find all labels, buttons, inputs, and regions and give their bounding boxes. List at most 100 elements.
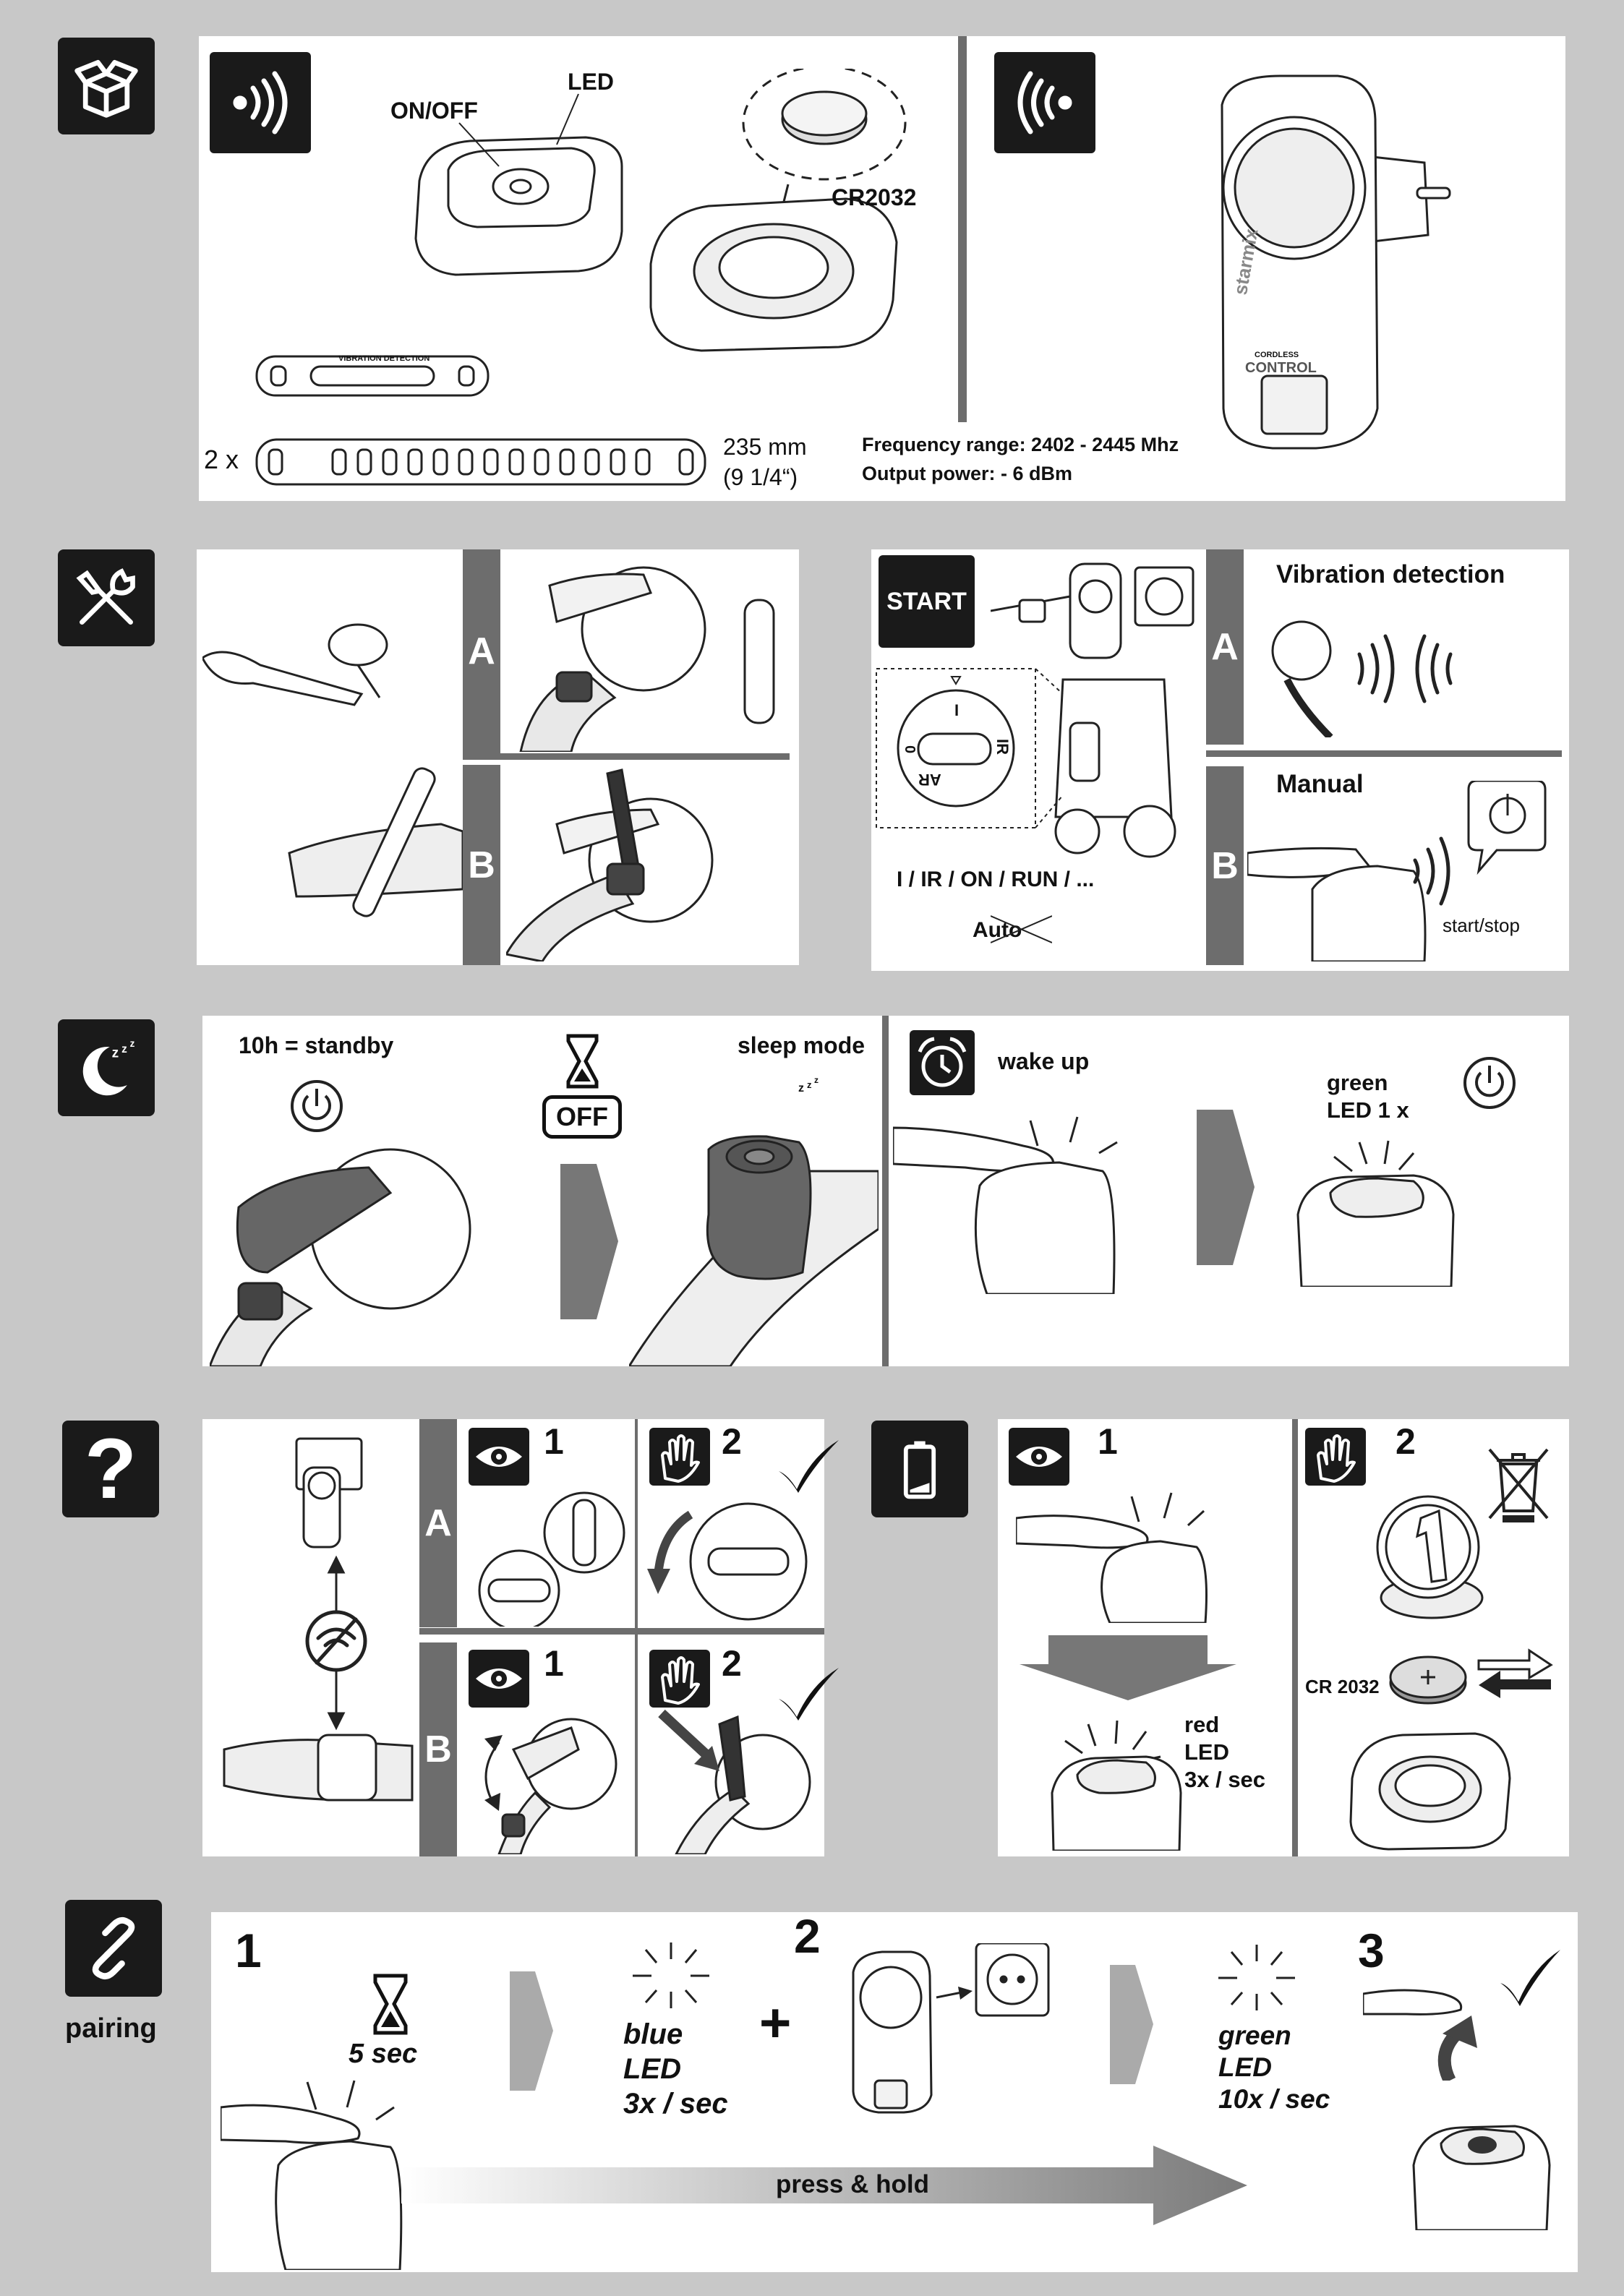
- trouble-divider-v: [635, 1419, 638, 1856]
- hand-icon-a: [649, 1428, 710, 1486]
- short-strap-illustration: [255, 355, 490, 397]
- green-led-flash-icon: [1218, 1945, 1295, 2010]
- mounting-bar-b: B: [463, 765, 500, 965]
- press-hold-caption: press & hold: [776, 2170, 929, 2198]
- blue-led-line1: blue: [623, 2018, 683, 2050]
- green-pair-led-line2: LED: [1218, 2052, 1272, 2082]
- battery-step1: 1: [1098, 1421, 1118, 1462]
- scissors-cutting-strap-illustration: [202, 623, 463, 917]
- pairing-step1: 1: [235, 1924, 262, 1977]
- svg-text:z: z: [814, 1075, 819, 1085]
- tools-icon: [58, 549, 155, 646]
- start-bar-a: A: [1206, 549, 1244, 745]
- battery-panel-divider: [1292, 1419, 1298, 1856]
- sleeping-sensor-on-hose-illustration: [629, 1135, 879, 1366]
- start-label-box: START: [879, 555, 975, 648]
- battery-low-icon: [871, 1421, 968, 1517]
- battery-step2: 2: [1396, 1421, 1416, 1462]
- arrow-right-2: [1197, 1110, 1255, 1265]
- no-trash-bin-icon: [1488, 1448, 1549, 1522]
- dial-label-ar: AR: [918, 771, 941, 789]
- coin-open-cover-illustration: [1376, 1495, 1484, 1619]
- plug-into-vacuum-illustration: [991, 562, 1195, 659]
- off-badge: OFF: [542, 1095, 622, 1139]
- eye-icon-b: [469, 1650, 529, 1708]
- receive-signal-icon: [994, 52, 1095, 153]
- strap-length-mm: 235 mm: [723, 434, 807, 460]
- blue-led-flash-icon: [633, 1942, 709, 2008]
- battery-type-label: CR 2032: [1305, 1676, 1380, 1697]
- label-leader-lines: [458, 93, 579, 167]
- mounting-divider: [463, 753, 790, 760]
- output-power: Output power: - 6 dBm: [862, 463, 1072, 484]
- check-mark-b: [779, 1668, 839, 1721]
- adapter-plug-in-illustration: [852, 1943, 1050, 2114]
- vibration-signal-illustration: [1271, 620, 1453, 737]
- saw-tilt-illustration: [484, 1718, 617, 1854]
- link-chain-icon: [65, 1900, 162, 1997]
- dial-positions-illustration: [478, 1491, 625, 1627]
- finger-press-illustration: [893, 1116, 1118, 1294]
- green-led-line1: green: [1327, 1070, 1388, 1095]
- trouble-a-step1: 1: [544, 1421, 564, 1462]
- sleep-panel-divider: [882, 1016, 889, 1366]
- hourglass-icon-pairing: [373, 1974, 408, 2035]
- svg-text:z: z: [807, 1079, 812, 1090]
- trouble-bar-a: A: [419, 1419, 457, 1627]
- box-panel-divider: [958, 36, 967, 422]
- pairing-step3: 3: [1358, 1924, 1385, 1977]
- green-pair-led-line3: 10x / sec: [1218, 2084, 1330, 2114]
- red-led-line2: LED: [1184, 1739, 1229, 1765]
- short-strap-text: VIBRATION DETECTION: [338, 354, 430, 363]
- wait-time: 5 sec: [349, 2039, 418, 2069]
- saw-strap-mount-b-illustration: [506, 768, 714, 961]
- press-hold-arrow: [401, 2146, 1247, 2225]
- strap-quantity: 2 x: [204, 445, 239, 474]
- hand-icon-battery: [1305, 1428, 1366, 1486]
- pairing-step2: 2: [794, 1909, 821, 1963]
- manual-title: Manual: [1276, 770, 1364, 798]
- dial-label-zero: 0: [903, 745, 920, 754]
- trouble-a-step2: 2: [722, 1421, 742, 1462]
- svg-text:z: z: [121, 1043, 127, 1055]
- sleep-moon-icon: z z z: [58, 1019, 155, 1116]
- coin-cell-battery-illustration: [1389, 1655, 1467, 1705]
- trouble-b-step1: 1: [544, 1643, 564, 1684]
- wake-up-caption: wake up: [998, 1048, 1090, 1074]
- red-led-line1: red: [1184, 1712, 1220, 1737]
- start-bar-b: B: [1206, 766, 1244, 965]
- sensor-red-led-illustration: [1051, 1721, 1182, 1851]
- battery-label: CR2032: [832, 184, 917, 210]
- check-mark-pairing: [1500, 1950, 1560, 2006]
- svg-text:z: z: [130, 1038, 135, 1049]
- start-label: START: [886, 587, 967, 615]
- vibration-detection-title: Vibration detection: [1276, 560, 1505, 588]
- frequency-range: Frequency range: 2402 - 2445 Mhz: [862, 434, 1179, 455]
- battery-check-press-illustration: [1016, 1492, 1208, 1623]
- start-divider: [1206, 750, 1562, 757]
- trouble-b-step2: 2: [722, 1643, 742, 1684]
- release-finger-illustration: [1363, 1989, 1477, 2081]
- svg-text:z: z: [112, 1046, 119, 1061]
- sensor-device-illustration: [414, 136, 623, 276]
- standby-caption: 10h = standby: [239, 1032, 394, 1058]
- eye-icon-battery: [1009, 1428, 1069, 1486]
- battery-base-open-illustration: [1349, 1732, 1511, 1851]
- power-icon-wake: [1463, 1057, 1516, 1109]
- pairing-finger-press-illustration: [221, 2080, 403, 2270]
- question-mark-icon: ?: [62, 1421, 159, 1517]
- off-label: OFF: [556, 1102, 608, 1131]
- arrow-down: [1020, 1635, 1236, 1700]
- mounting-bar-a: A: [463, 549, 500, 753]
- hourglass-icon: [566, 1034, 599, 1089]
- red-led-line3: 3x / sec: [1184, 1767, 1266, 1792]
- pairing-arrow-2: [1110, 1965, 1153, 2084]
- manual-press-illustration: [1247, 781, 1547, 961]
- box-contents-icon: [58, 38, 155, 134]
- transmit-signal-icon: [210, 52, 311, 153]
- paired-sensor-illustration: [1412, 2125, 1551, 2230]
- trouble-bar-b: B: [419, 1642, 457, 1856]
- sleep-mode-moon-icon: z z z: [784, 1075, 819, 1117]
- dial-label-i: I: [954, 701, 960, 719]
- svg-text:z: z: [798, 1082, 804, 1095]
